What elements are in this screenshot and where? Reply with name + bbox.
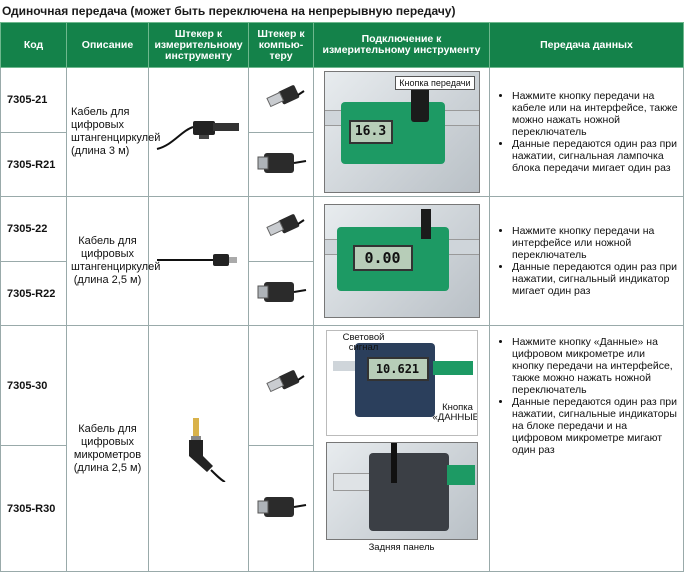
table-row: 7305-R30 (0, 445, 684, 572)
transfer-bullet: Нажмите кнопку «Данные» на цифровом микр… (512, 336, 679, 396)
pc-plug-cell (248, 132, 314, 197)
pc-plug-cell (248, 261, 314, 326)
rear-panel-caption: Задняя панель (368, 542, 435, 553)
caliper-plug-image (156, 253, 237, 266)
usb-plug-icon (266, 84, 305, 107)
tool-plug-cell (148, 325, 249, 572)
header-description: Описание (66, 22, 149, 68)
header-plug-pc: Штекер к компью-теру (248, 22, 314, 68)
micrometer-spindle (332, 361, 357, 371)
header-connection: Подключение к измерительному инструменту (313, 22, 490, 68)
db9-plug-icon (257, 153, 307, 173)
jack-plug-image (188, 418, 225, 483)
micrometer-display: 10.621 (366, 357, 429, 381)
spec-table: Код Описание Штекер к измерительному инс… (0, 22, 684, 572)
pc-plug-cell (248, 67, 314, 133)
micrometer-connection-image: 10.621 Световой сигнал Кнопка «ДАННЫЕ» (325, 330, 478, 436)
description-cell: Кабель для цифровых штангенциркулей (дли… (66, 196, 160, 326)
cable-lead (420, 209, 431, 239)
pc-plug-cell (248, 325, 314, 446)
callout-light-signal: Световой сигнал (342, 332, 385, 353)
table-row: 7305-R22 (0, 261, 684, 326)
header-code: Код (0, 22, 67, 68)
caliper-connection-image: 16.3 Кнопка передачи (323, 71, 480, 193)
rear-housing (368, 453, 449, 531)
transfer-cell: Нажмите кнопку передачи на кабеле или на… (489, 67, 684, 197)
page-title: Одиночная передача (может быть переключе… (2, 4, 456, 18)
code-cell: 7305-R30 (0, 445, 67, 572)
transfer-bullet: Нажмите кнопку передачи на кабеле или на… (512, 90, 679, 138)
header-row: Код Описание Штекер к измерительному инс… (0, 22, 684, 68)
header-plug-tool: Штекер к измерительному инструменту (148, 22, 249, 68)
pc-plug-cell (248, 196, 314, 262)
transfer-connector (410, 86, 429, 122)
rear-spindle (332, 473, 371, 491)
description-cell: Кабель для цифровых микрометров (длина 2… (66, 325, 149, 572)
caliper-plug-image (156, 120, 239, 150)
caliper-connection-image: 0.00 (323, 204, 480, 318)
callout-transfer-button: Кнопка передачи (395, 76, 475, 90)
code-cell: 7305-30 (0, 325, 67, 446)
tool-plug-cell (148, 196, 249, 326)
transfer-bullet: Данные передаются один раз при нажатии, … (512, 396, 679, 456)
pc-plug-cell (248, 445, 314, 572)
table-row: 7305-22 Кабель для цифровых штангенцирку… (0, 196, 684, 326)
header-transfer: Передача данных (489, 22, 684, 68)
db9-plug-icon (257, 497, 307, 517)
transfer-cell: Нажмите кнопку передачи на интерфейсе ил… (489, 196, 684, 326)
transfer-bullet: Данные передаются один раз при нажатии, … (512, 261, 679, 297)
transfer-cell: Нажмите кнопку «Данные» на цифровом микр… (489, 325, 684, 572)
code-cell: 7305-21 (0, 67, 67, 133)
connection-cell: 10.621 Световой сигнал Кнопка «ДАННЫЕ» З… (313, 325, 490, 572)
code-cell: 7305-R22 (0, 261, 67, 326)
code-cell: 7305-R21 (0, 132, 67, 197)
table-row: 7305-30 Кабель для цифровых микрометров … (0, 325, 684, 572)
micrometer-rear-panel-image (325, 442, 478, 540)
code-cell: 7305-22 (0, 196, 67, 262)
rear-cable (390, 443, 397, 483)
callout-data-button: Кнопка «ДАННЫЕ» (432, 402, 477, 423)
usb-plug-icon (266, 213, 305, 236)
connection-cell: 16.3 Кнопка передачи (313, 67, 490, 197)
usb-plug-icon (266, 370, 305, 393)
caliper-display: 0.00 (352, 245, 413, 271)
connection-cell: 0.00 (313, 196, 490, 326)
tool-plug-cell (148, 67, 249, 197)
description-cell: Кабель для цифровых штангенциркулей (дли… (66, 67, 160, 197)
db9-plug-icon (257, 282, 307, 302)
transfer-bullet: Нажмите кнопку передачи на интерфейсе ил… (512, 225, 679, 261)
table-row: 7305-21 Кабель для цифровых штангенцирку… (0, 67, 684, 197)
micrometer-thimble (432, 361, 473, 375)
transfer-bullet: Данные передаются один раз при нажатии, … (512, 138, 679, 174)
caliper-display: 16.3 (348, 120, 393, 144)
rear-thimble (446, 465, 475, 485)
